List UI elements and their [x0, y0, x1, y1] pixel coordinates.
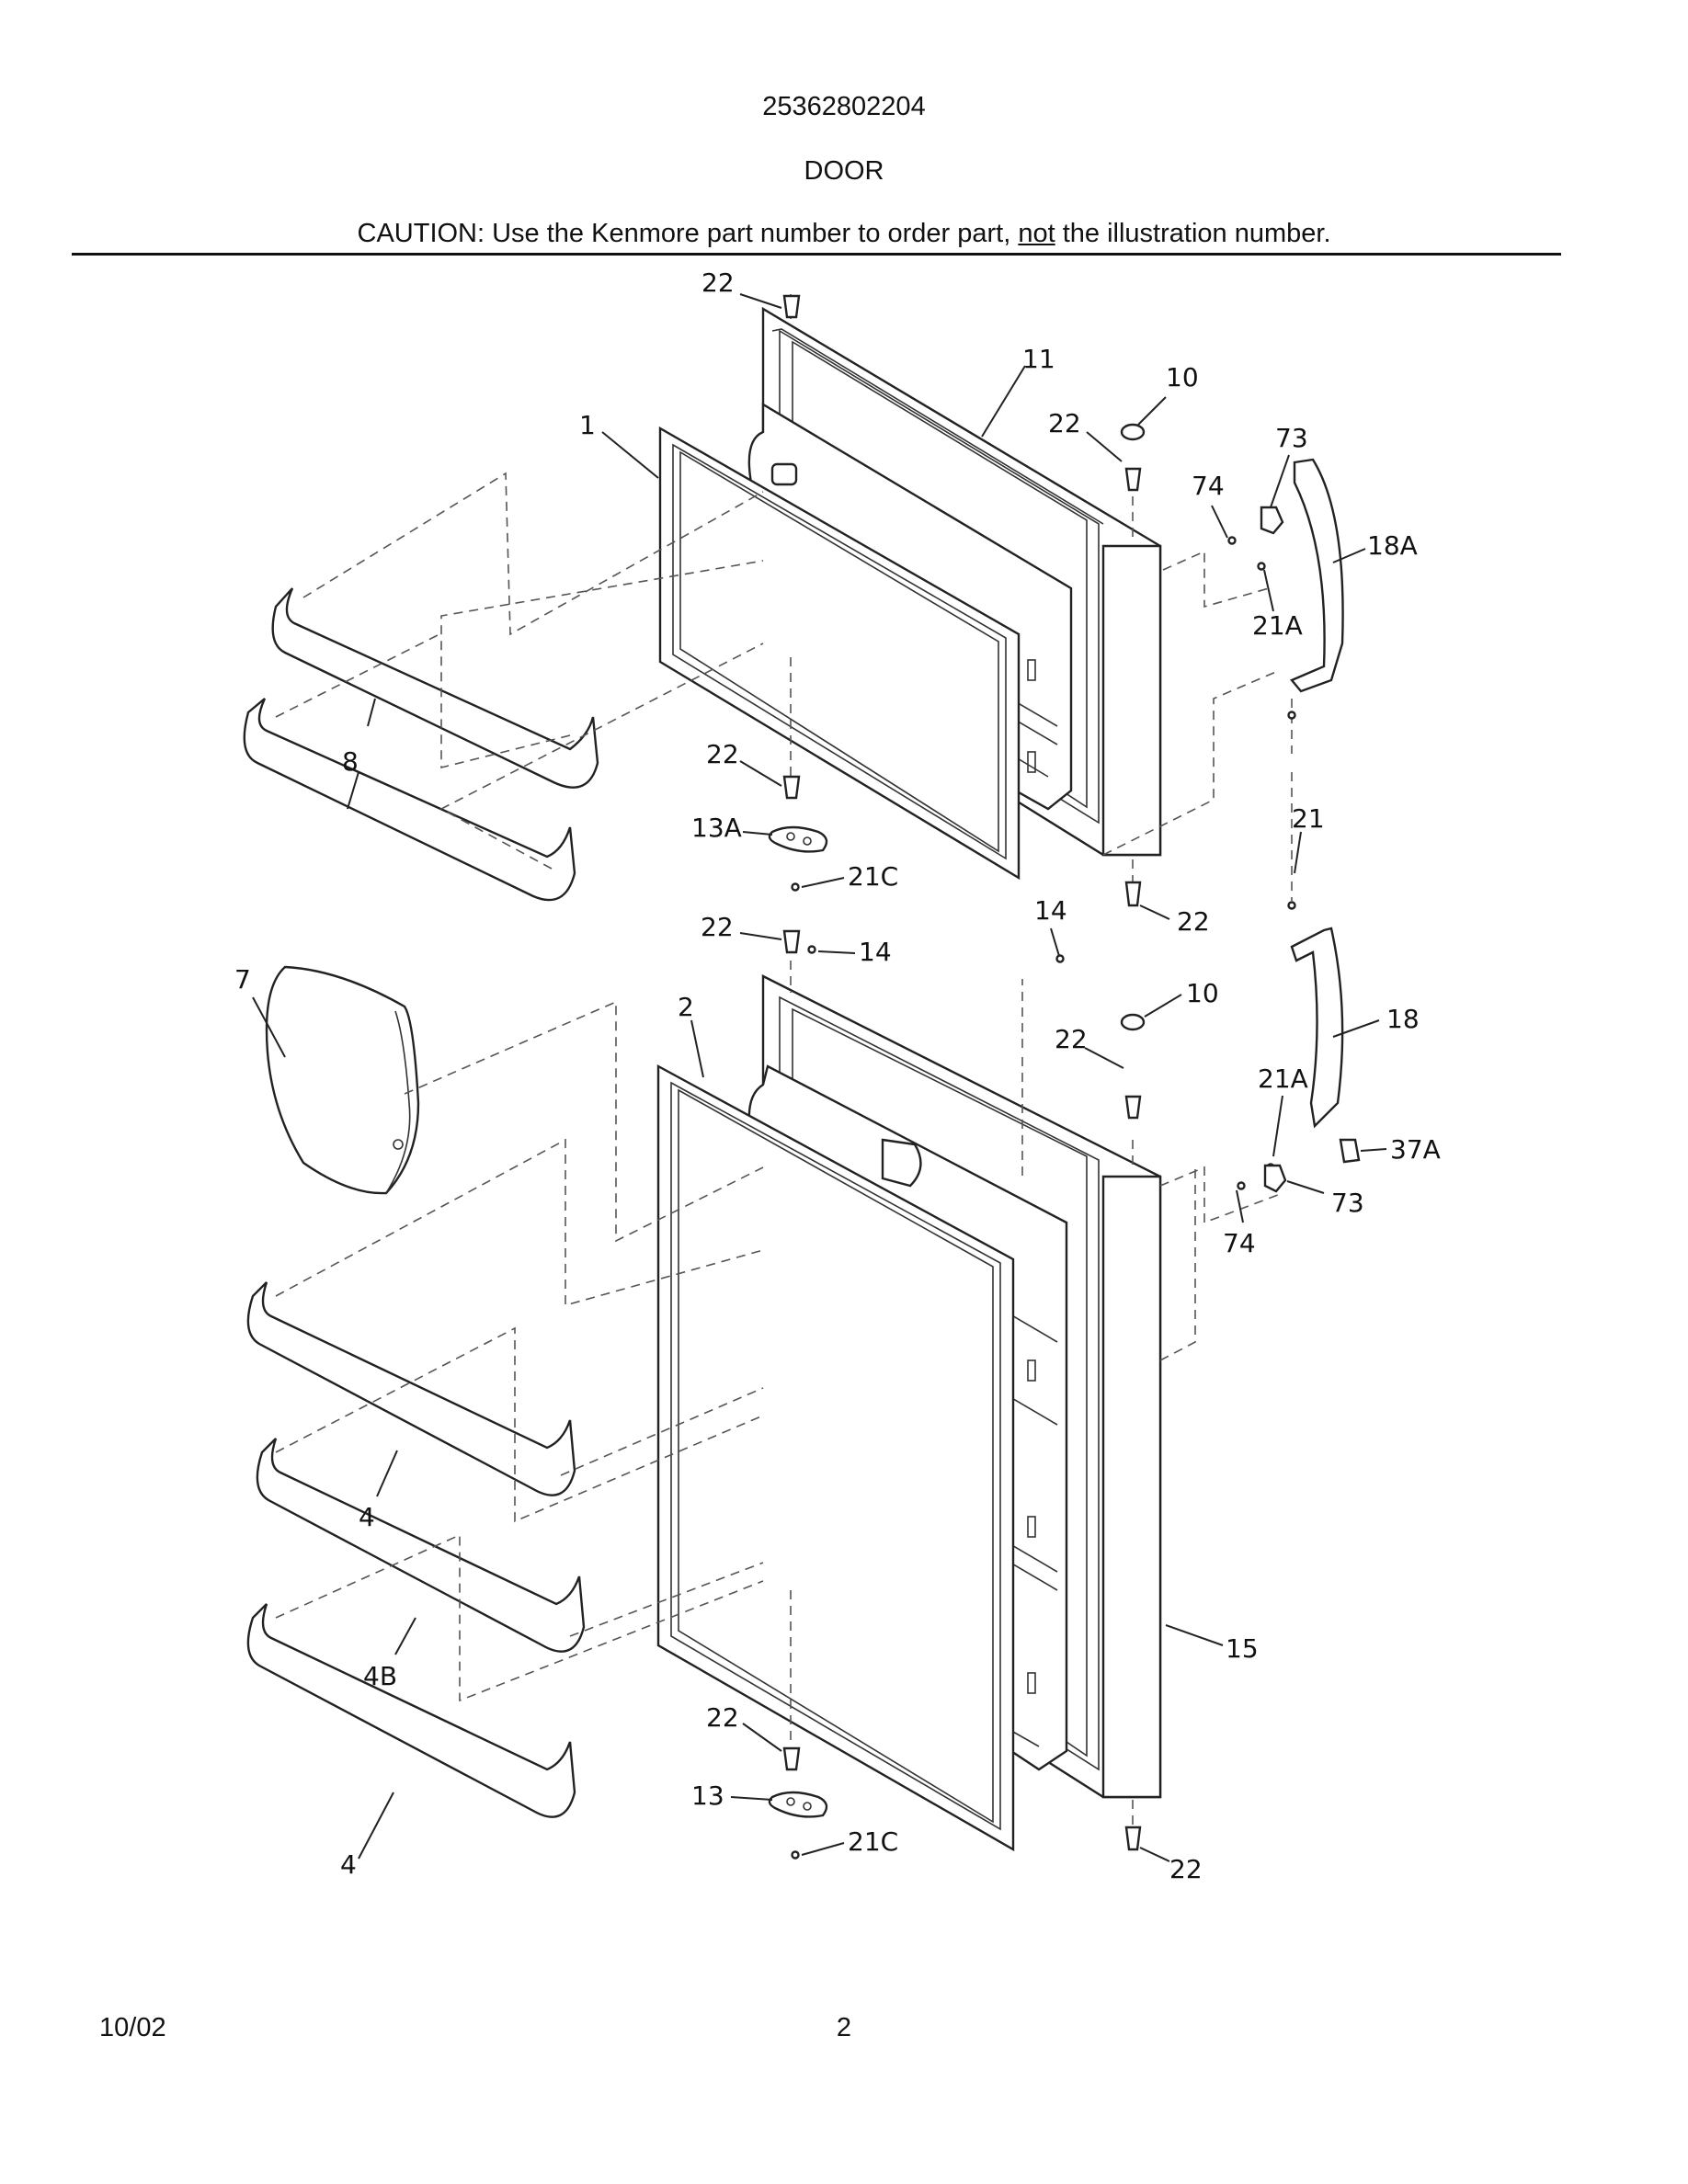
callout-21a: 21A: [1252, 610, 1303, 641]
callout-74: 74: [1192, 471, 1225, 501]
callout-21c: 21C: [848, 1826, 898, 1857]
callout-22: 22: [1048, 408, 1081, 438]
hinge-covers-and-screws: [791, 423, 1296, 1860]
callout-7: 7: [234, 964, 251, 995]
hinge-plates: [768, 825, 828, 1818]
callout-74: 74: [1223, 1228, 1256, 1258]
callout-1: 1: [579, 410, 596, 440]
caution-text-end: the illustration number.: [1055, 219, 1331, 248]
callout-37a: 37A: [1390, 1134, 1441, 1165]
leader-lines: [252, 293, 1387, 1862]
model-number: 25362802204: [762, 92, 926, 121]
callout-22: 22: [706, 1702, 739, 1733]
callout-14: 14: [1034, 895, 1067, 926]
callout-21a: 21A: [1258, 1064, 1308, 1094]
fresh-food-door-gasket: [656, 1064, 1015, 1852]
caution-emphasis: not: [1018, 219, 1055, 248]
callout-15: 15: [1226, 1633, 1259, 1664]
header-rule: [72, 253, 1561, 256]
callout-73: 73: [1275, 423, 1308, 453]
callout-22: 22: [701, 267, 735, 298]
callout-73: 73: [1331, 1188, 1364, 1218]
revision-date: 10/02: [99, 2013, 166, 2042]
callout-13a: 13A: [691, 813, 742, 843]
callout-21c: 21C: [848, 861, 898, 892]
section-title: DOOR: [804, 156, 884, 186]
callout-18a: 18A: [1367, 530, 1418, 561]
callout-4b: 4B: [363, 1661, 397, 1691]
callout-labels: 22 11 10 1 22 73 74 18A 21A 8 22 13A 21C…: [234, 267, 1441, 1884]
callout-4: 4: [340, 1849, 357, 1880]
callout-10: 10: [1186, 978, 1219, 1008]
callout-22: 22: [1055, 1024, 1088, 1054]
door-handles: [1260, 458, 1361, 1193]
callout-22: 22: [701, 912, 734, 942]
callout-14: 14: [859, 937, 892, 967]
hinge-pins: [782, 294, 1142, 1851]
callout-10: 10: [1166, 362, 1199, 392]
callout-22: 22: [1169, 1854, 1203, 1884]
caution-note: CAUTION: Use the Kenmore part number to …: [0, 219, 1688, 249]
assembly-guide-lines: [275, 294, 1293, 1825]
callout-21: 21: [1292, 803, 1325, 834]
callout-13: 13: [691, 1780, 724, 1811]
callout-11: 11: [1022, 344, 1055, 374]
callout-18: 18: [1386, 1004, 1420, 1034]
callout-22: 22: [1177, 906, 1210, 937]
callout-22: 22: [706, 739, 739, 769]
dairy-compartment-door: [265, 965, 420, 1195]
caution-text-start: CAUTION: Use the Kenmore part number to …: [357, 219, 1019, 248]
door-shelf-bars: [243, 587, 599, 1818]
page-number: 2: [836, 2013, 852, 2042]
freezer-door-gasket: [658, 426, 1021, 881]
callout-4: 4: [359, 1502, 375, 1532]
callout-8: 8: [342, 746, 359, 777]
callout-2: 2: [678, 992, 694, 1022]
